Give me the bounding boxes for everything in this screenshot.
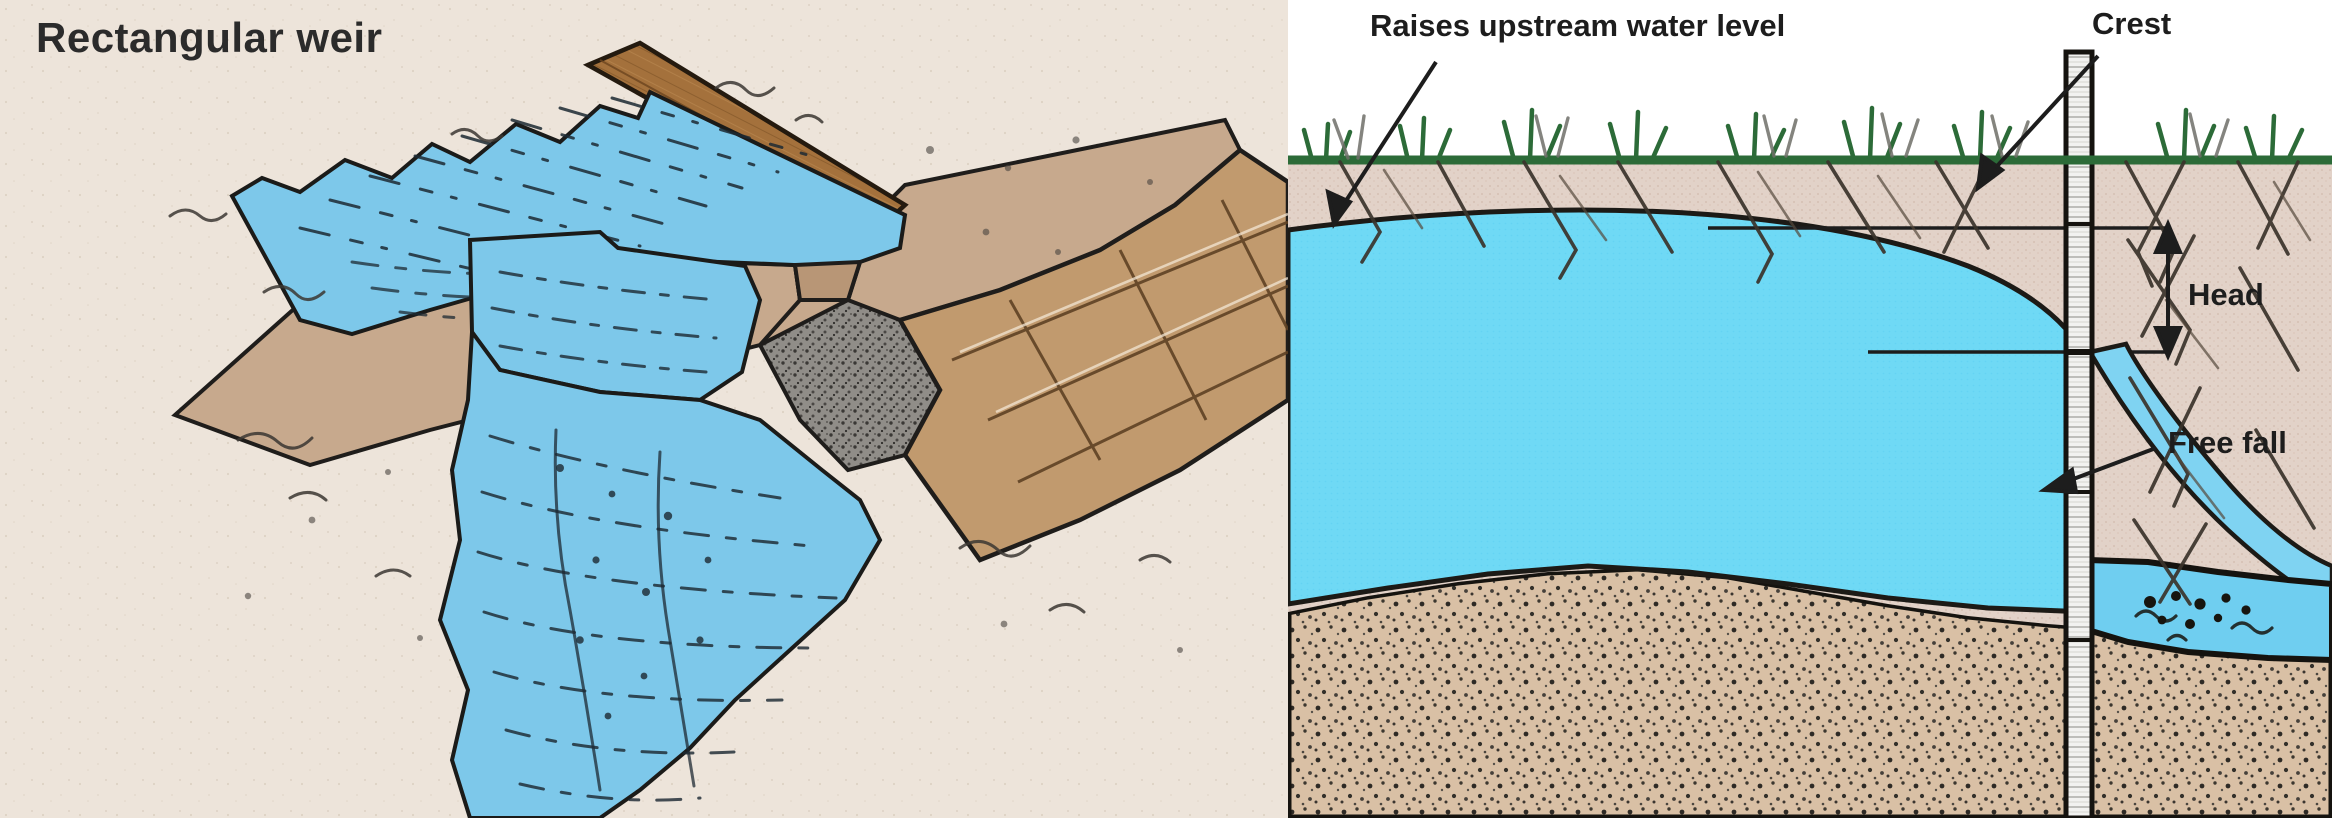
page-title: Rectangular weir: [36, 14, 383, 61]
downstream-water-nappe: [437, 326, 883, 818]
label-crest: Crest: [2092, 6, 2172, 41]
leader-crest: [1975, 54, 2100, 193]
grass-line: [1288, 105, 2332, 165]
upstream-reservoir-water: [1288, 207, 2091, 615]
label-free-fall: Free fall: [2168, 425, 2287, 460]
left-panel-illustration: [0, 0, 1288, 818]
label-head: Head: [2188, 277, 2264, 312]
downstream-timber-wall: [896, 147, 1288, 563]
ground-texture-marks: [168, 81, 1172, 614]
label-raises-upstream-water-level: Raises upstream water level: [1370, 8, 1786, 43]
head-dimension-arrow: [2152, 218, 2184, 362]
right-panel-illustration: [1288, 0, 2332, 818]
downstream-tailwater-pool: [2085, 556, 2332, 664]
leader-raises-upstream: [1325, 60, 1438, 229]
weir-plate-face: [792, 259, 863, 302]
ground-texture-dots: [244, 136, 1183, 653]
soil-root-hatching: [1338, 160, 2316, 606]
soil-root-hatching-fine: [1382, 168, 2312, 520]
left-panel-rectangular-weir: Rectangular weir: [0, 0, 1288, 818]
leader-free-fall: [2038, 446, 2157, 495]
weir-plate: [2063, 49, 2095, 818]
right-panel-weir-section: Raises upstream water level Crest Head F…: [1288, 0, 2332, 818]
weir-nappe-crest-jet: [467, 229, 763, 403]
